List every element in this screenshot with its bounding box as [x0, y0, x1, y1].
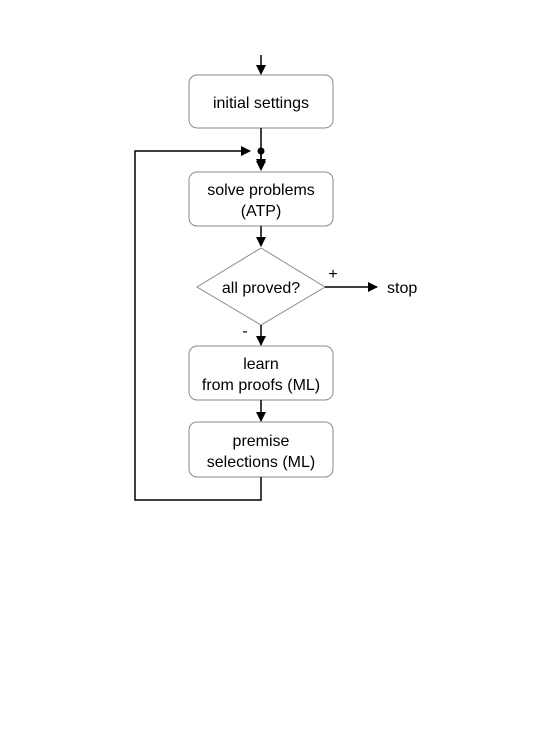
label-all-proved: all proved? — [222, 280, 300, 297]
label-stop: stop — [387, 280, 417, 297]
edge-label-plus: + — [328, 266, 337, 283]
label-premise-line1: premise — [233, 433, 290, 450]
label-solve-problems-line2: (ATP) — [241, 203, 282, 220]
node-premise-selections: premise selections (ML) — [188, 421, 334, 478]
node-all-proved: all proved? — [196, 247, 326, 326]
feedback-loop — [134, 146, 262, 501]
label-premise-line2: selections (ML) — [207, 454, 315, 471]
node-solve-problems: solve problems (ATP) — [188, 171, 334, 227]
label-solve-problems-line1: solve problems — [207, 182, 315, 199]
label-initial-settings: initial settings — [213, 95, 309, 112]
label-learn-line2: from proofs (ML) — [202, 377, 320, 394]
edge-label-minus: - — [242, 323, 247, 340]
node-initial-settings: initial settings — [188, 74, 334, 129]
label-learn-line1: learn — [243, 356, 279, 373]
merge-point — [257, 147, 265, 155]
node-learn: learn from proofs (ML) — [188, 345, 334, 401]
